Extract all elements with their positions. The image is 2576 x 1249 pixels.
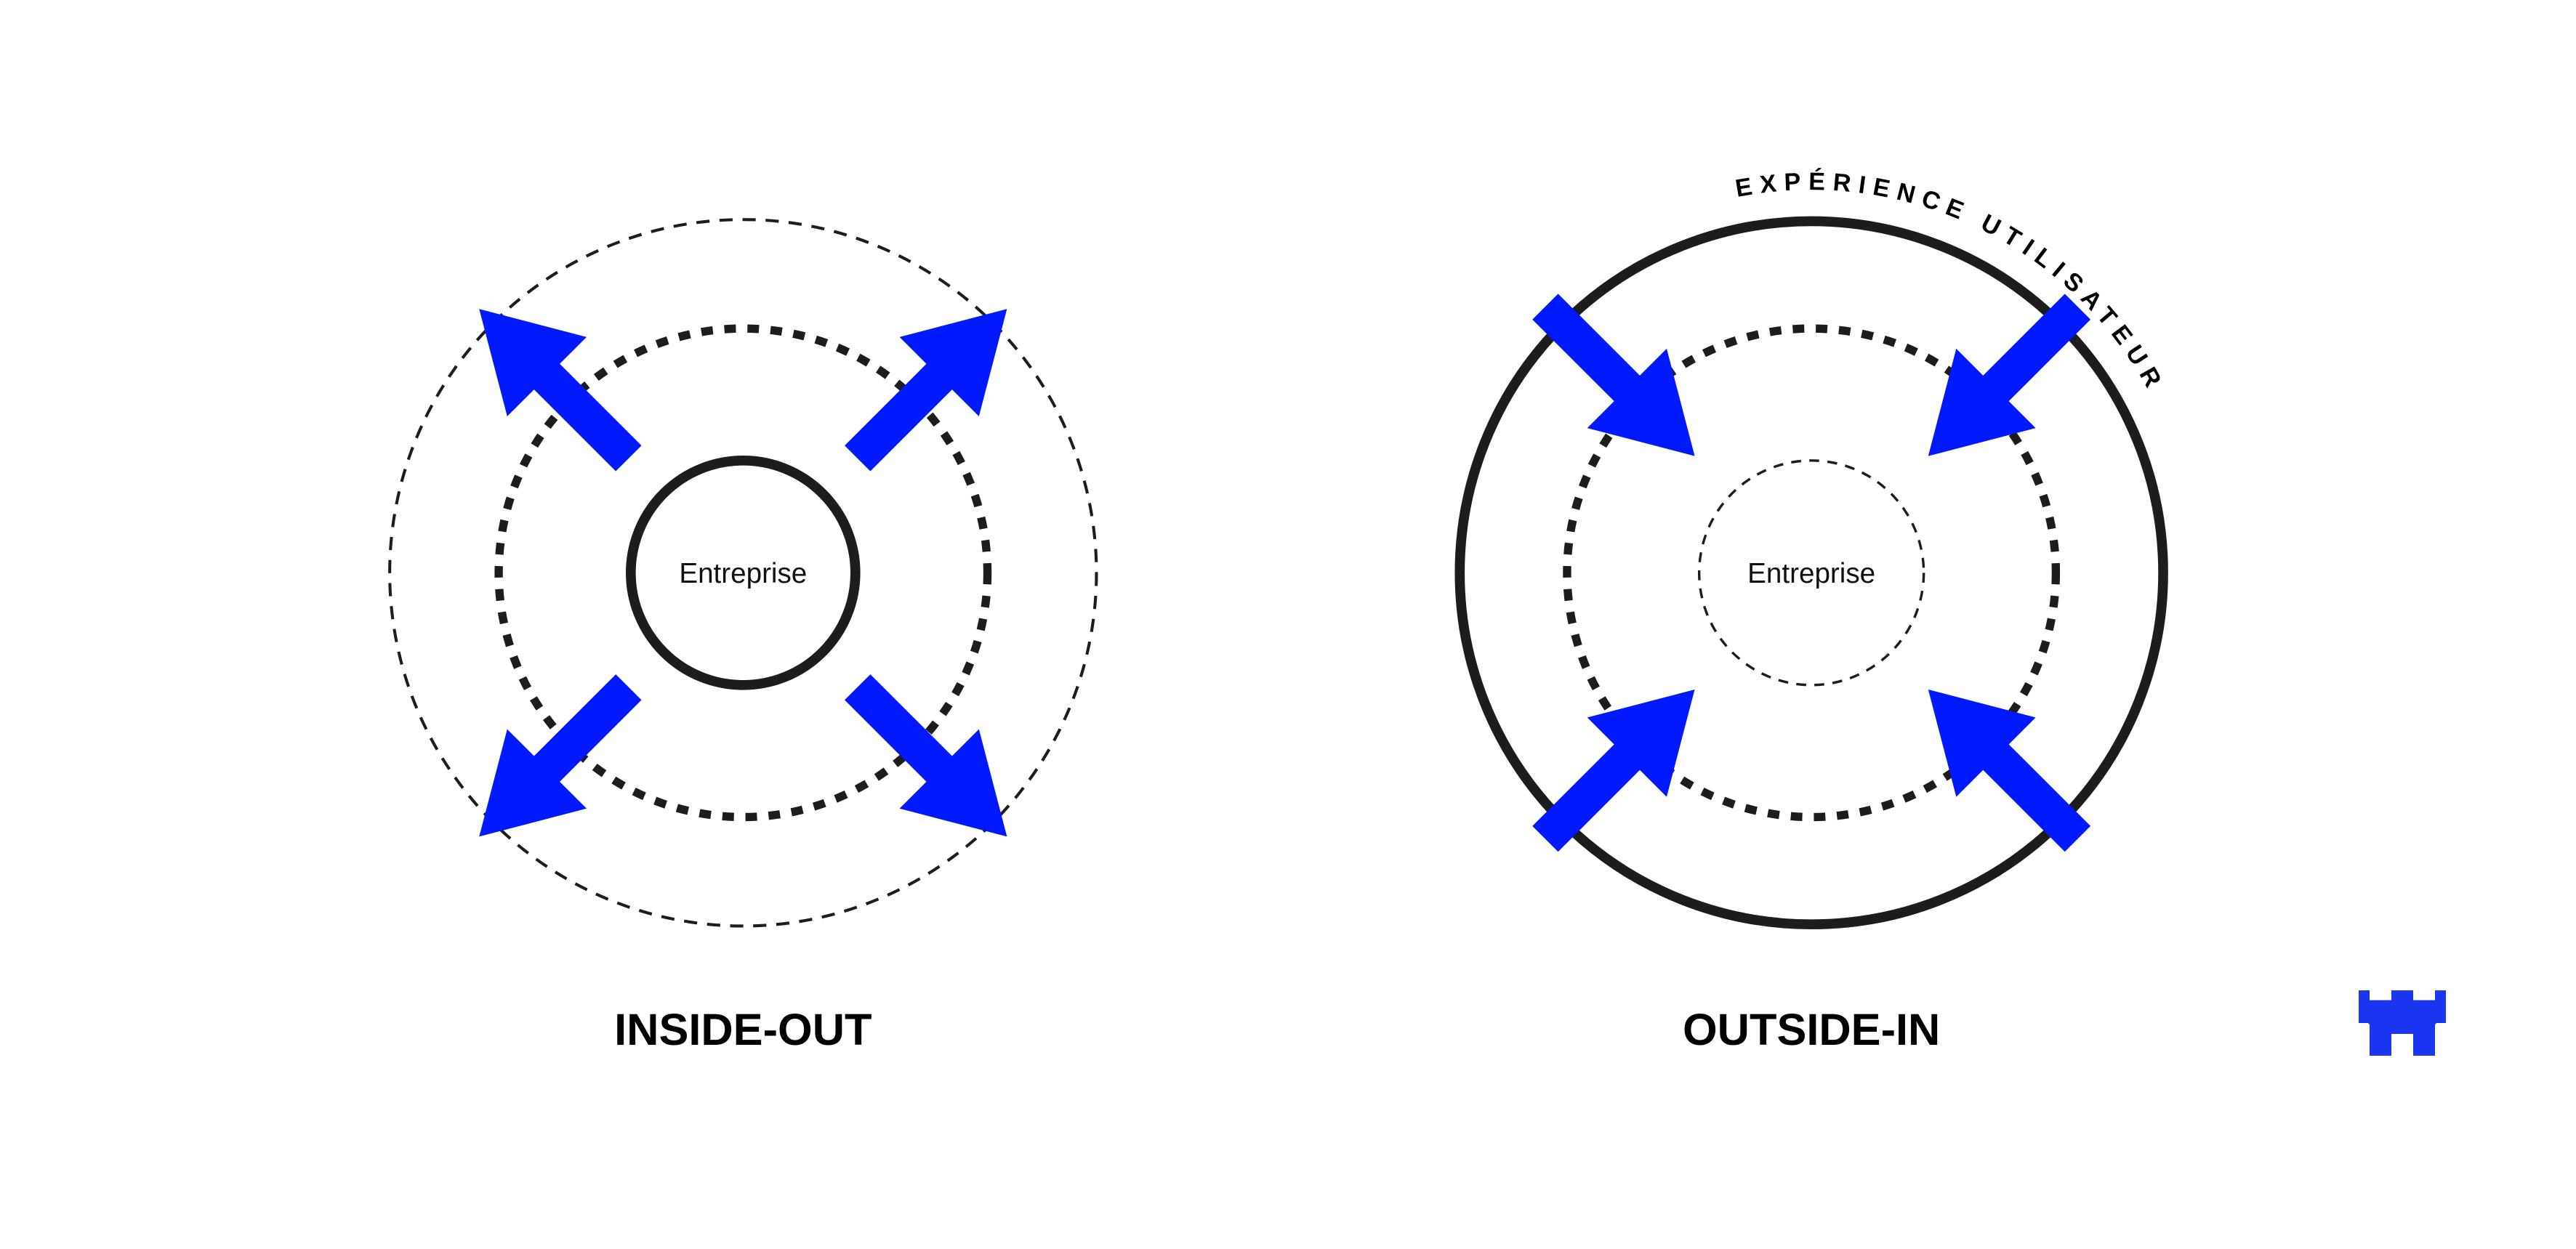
arrow-bottom-left-icon <box>479 674 642 837</box>
inward-arrows <box>1532 294 2091 852</box>
arrow-top-right-icon <box>1928 294 2091 456</box>
company-circle <box>626 456 861 690</box>
user-experience-circle <box>1454 216 2168 930</box>
outside-in-diagram: Entreprise EXPÉRIENCE UTILISATEUR OUTSID… <box>1454 168 2170 1054</box>
outward-arrows <box>479 309 1007 837</box>
inside-out-diagram: Entreprise INSIDE-OUT <box>388 218 1098 1054</box>
middle-dotted-circle <box>1563 324 2061 822</box>
arrow-bottom-right-icon <box>1928 689 2091 852</box>
inside-out-title: INSIDE-OUT <box>614 1004 872 1054</box>
arrow-top-left-icon <box>479 309 642 472</box>
arrow-top-left-icon <box>1532 294 1695 456</box>
company-label: Entreprise <box>1747 558 1875 589</box>
outer-dashed-circle <box>388 218 1098 928</box>
user-experience-arc-label: EXPÉRIENCE UTILISATEUR <box>1734 168 2170 398</box>
middle-dotted-circle <box>494 324 992 822</box>
company-dashed-circle <box>1697 459 1925 687</box>
arrow-top-right-icon <box>845 309 1007 472</box>
outside-in-title: OUTSIDE-IN <box>1683 1004 1940 1054</box>
company-label: Entreprise <box>679 558 807 589</box>
arrow-bottom-left-icon <box>1532 689 1695 852</box>
arrow-bottom-right-icon <box>845 674 1007 837</box>
w-pixel-logo-icon <box>2359 990 2446 1056</box>
